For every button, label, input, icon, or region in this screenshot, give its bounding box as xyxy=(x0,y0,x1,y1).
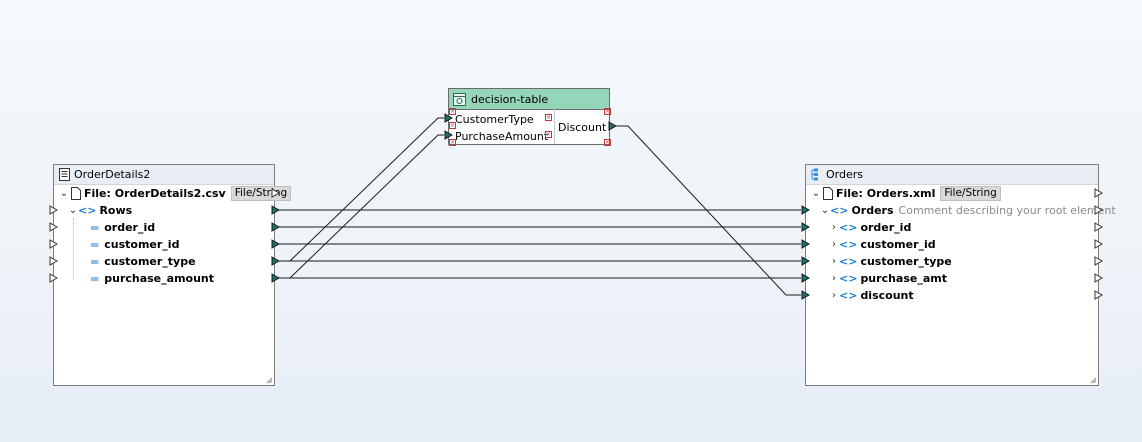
file-icon xyxy=(71,187,81,200)
field-label: customer_id xyxy=(860,238,936,251)
field-label: customer_type xyxy=(104,255,196,268)
attribute-icon: ═ xyxy=(91,220,99,235)
component-header[interactable]: decision-table xyxy=(449,89,609,110)
remove-input-icon[interactable]: × xyxy=(545,131,552,138)
add-handle-icon[interactable]: × xyxy=(604,108,611,115)
node-label: Orders xyxy=(851,204,894,217)
root-comment: Comment describing your root element xyxy=(898,204,1116,217)
wire-customer-type-to-dt[interactable] xyxy=(279,117,444,262)
chevron-down-icon[interactable]: ⌄ xyxy=(811,188,821,199)
file-row[interactable]: ⌄ File: OrderDetails2.csv File/String xyxy=(59,185,292,202)
component-title: decision-table xyxy=(471,92,549,106)
chevron-down-icon[interactable]: ⌄ xyxy=(59,188,69,199)
element-icon: <> xyxy=(839,221,858,234)
field-order-id[interactable]: ═ order_id xyxy=(91,219,155,236)
text-file-icon xyxy=(59,168,70,181)
add-handle-icon[interactable]: × xyxy=(449,108,456,115)
wire-discount-to-orders[interactable] xyxy=(616,125,801,296)
orderdetails2-component[interactable]: OrderDetails2 ⌄ File: OrderDetails2.csv … xyxy=(53,164,292,386)
chevron-right-icon[interactable]: › xyxy=(832,290,836,301)
field-order-id[interactable]: › <> order_id xyxy=(829,219,911,236)
chevron-down-icon[interactable]: ⌄ xyxy=(68,205,78,216)
node-label: Rows xyxy=(99,204,133,217)
field-label: order_id xyxy=(860,221,912,234)
component-title: Orders xyxy=(826,168,863,181)
file-string-badge[interactable]: File/String xyxy=(230,186,292,201)
divider xyxy=(554,109,555,144)
field-label: purchase_amount xyxy=(104,272,215,285)
element-icon: <> xyxy=(78,204,97,217)
xml-schema-icon xyxy=(811,168,818,181)
remove-input-icon[interactable]: × xyxy=(545,114,552,121)
field-customer-type[interactable]: › <> customer_type xyxy=(829,253,952,270)
field-label: customer_type xyxy=(860,255,952,268)
chevron-down-icon[interactable]: ⌄ xyxy=(820,205,830,216)
attribute-icon: ═ xyxy=(91,271,99,286)
attribute-icon: ═ xyxy=(91,237,99,252)
field-customer-type[interactable]: ═ customer_type xyxy=(91,253,196,270)
output-discount[interactable]: Discount xyxy=(558,119,606,136)
input-purchase-amount[interactable]: PurchaseAmount xyxy=(455,128,548,145)
file-label: File: Orders.xml xyxy=(836,187,936,200)
element-icon: <> xyxy=(839,289,858,302)
file-icon xyxy=(823,187,833,200)
add-handle-icon[interactable]: × xyxy=(604,139,611,146)
element-icon: <> xyxy=(830,204,849,217)
wire-purchase-amount-to-dt[interactable] xyxy=(279,134,444,279)
input-label: CustomerType xyxy=(455,113,534,126)
orders-component[interactable]: Orders ⌄ File: Orders.xml File/String ⌄ … xyxy=(805,164,1116,386)
field-discount[interactable]: › <> discount xyxy=(829,287,914,304)
chevron-right-icon[interactable]: › xyxy=(832,239,836,250)
field-label: customer_id xyxy=(104,238,180,251)
input-customer-type[interactable]: CustomerType xyxy=(455,111,534,128)
element-icon: <> xyxy=(839,272,858,285)
component-header[interactable]: Orders xyxy=(806,165,1098,185)
field-label: purchase_amt xyxy=(860,272,947,285)
element-icon: <> xyxy=(839,255,858,268)
attribute-icon: ═ xyxy=(91,254,99,269)
decision-table-icon xyxy=(453,92,466,106)
output-label: Discount xyxy=(558,121,607,134)
field-label: order_id xyxy=(104,221,156,234)
field-purchase-amt[interactable]: › <> purchase_amt xyxy=(829,270,947,287)
file-string-badge[interactable]: File/String xyxy=(940,186,1001,201)
chevron-right-icon[interactable]: › xyxy=(832,222,836,233)
field-customer-id[interactable]: › <> customer_id xyxy=(829,236,936,253)
decision-table-component[interactable]: decision-table CustomerType PurchaseAmou… xyxy=(448,88,611,146)
chevron-right-icon[interactable]: › xyxy=(832,256,836,267)
resize-grip-icon[interactable] xyxy=(266,377,273,384)
add-handle-icon[interactable]: × xyxy=(449,139,456,146)
output-connector[interactable] xyxy=(608,121,618,131)
field-label: discount xyxy=(860,289,914,302)
resize-grip-icon[interactable] xyxy=(1090,377,1097,384)
input-label: PurchaseAmount xyxy=(455,130,549,143)
add-handle-icon[interactable]: × xyxy=(449,122,456,129)
file-label: File: OrderDetails2.csv xyxy=(84,187,226,200)
tree-guide-line xyxy=(73,218,74,280)
component-title: OrderDetails2 xyxy=(74,168,151,181)
component-header[interactable]: OrderDetails2 xyxy=(54,165,274,185)
field-customer-id[interactable]: ═ customer_id xyxy=(91,236,179,253)
file-row[interactable]: ⌄ File: Orders.xml File/String xyxy=(811,185,1001,202)
chevron-right-icon[interactable]: › xyxy=(832,273,836,284)
element-icon: <> xyxy=(839,238,858,251)
field-purchase-amount[interactable]: ═ purchase_amount xyxy=(91,270,214,287)
orders-root-node[interactable]: ⌄ <> Orders Comment describing your root… xyxy=(820,202,1116,219)
rows-node[interactable]: ⌄ <> Rows xyxy=(68,202,132,219)
